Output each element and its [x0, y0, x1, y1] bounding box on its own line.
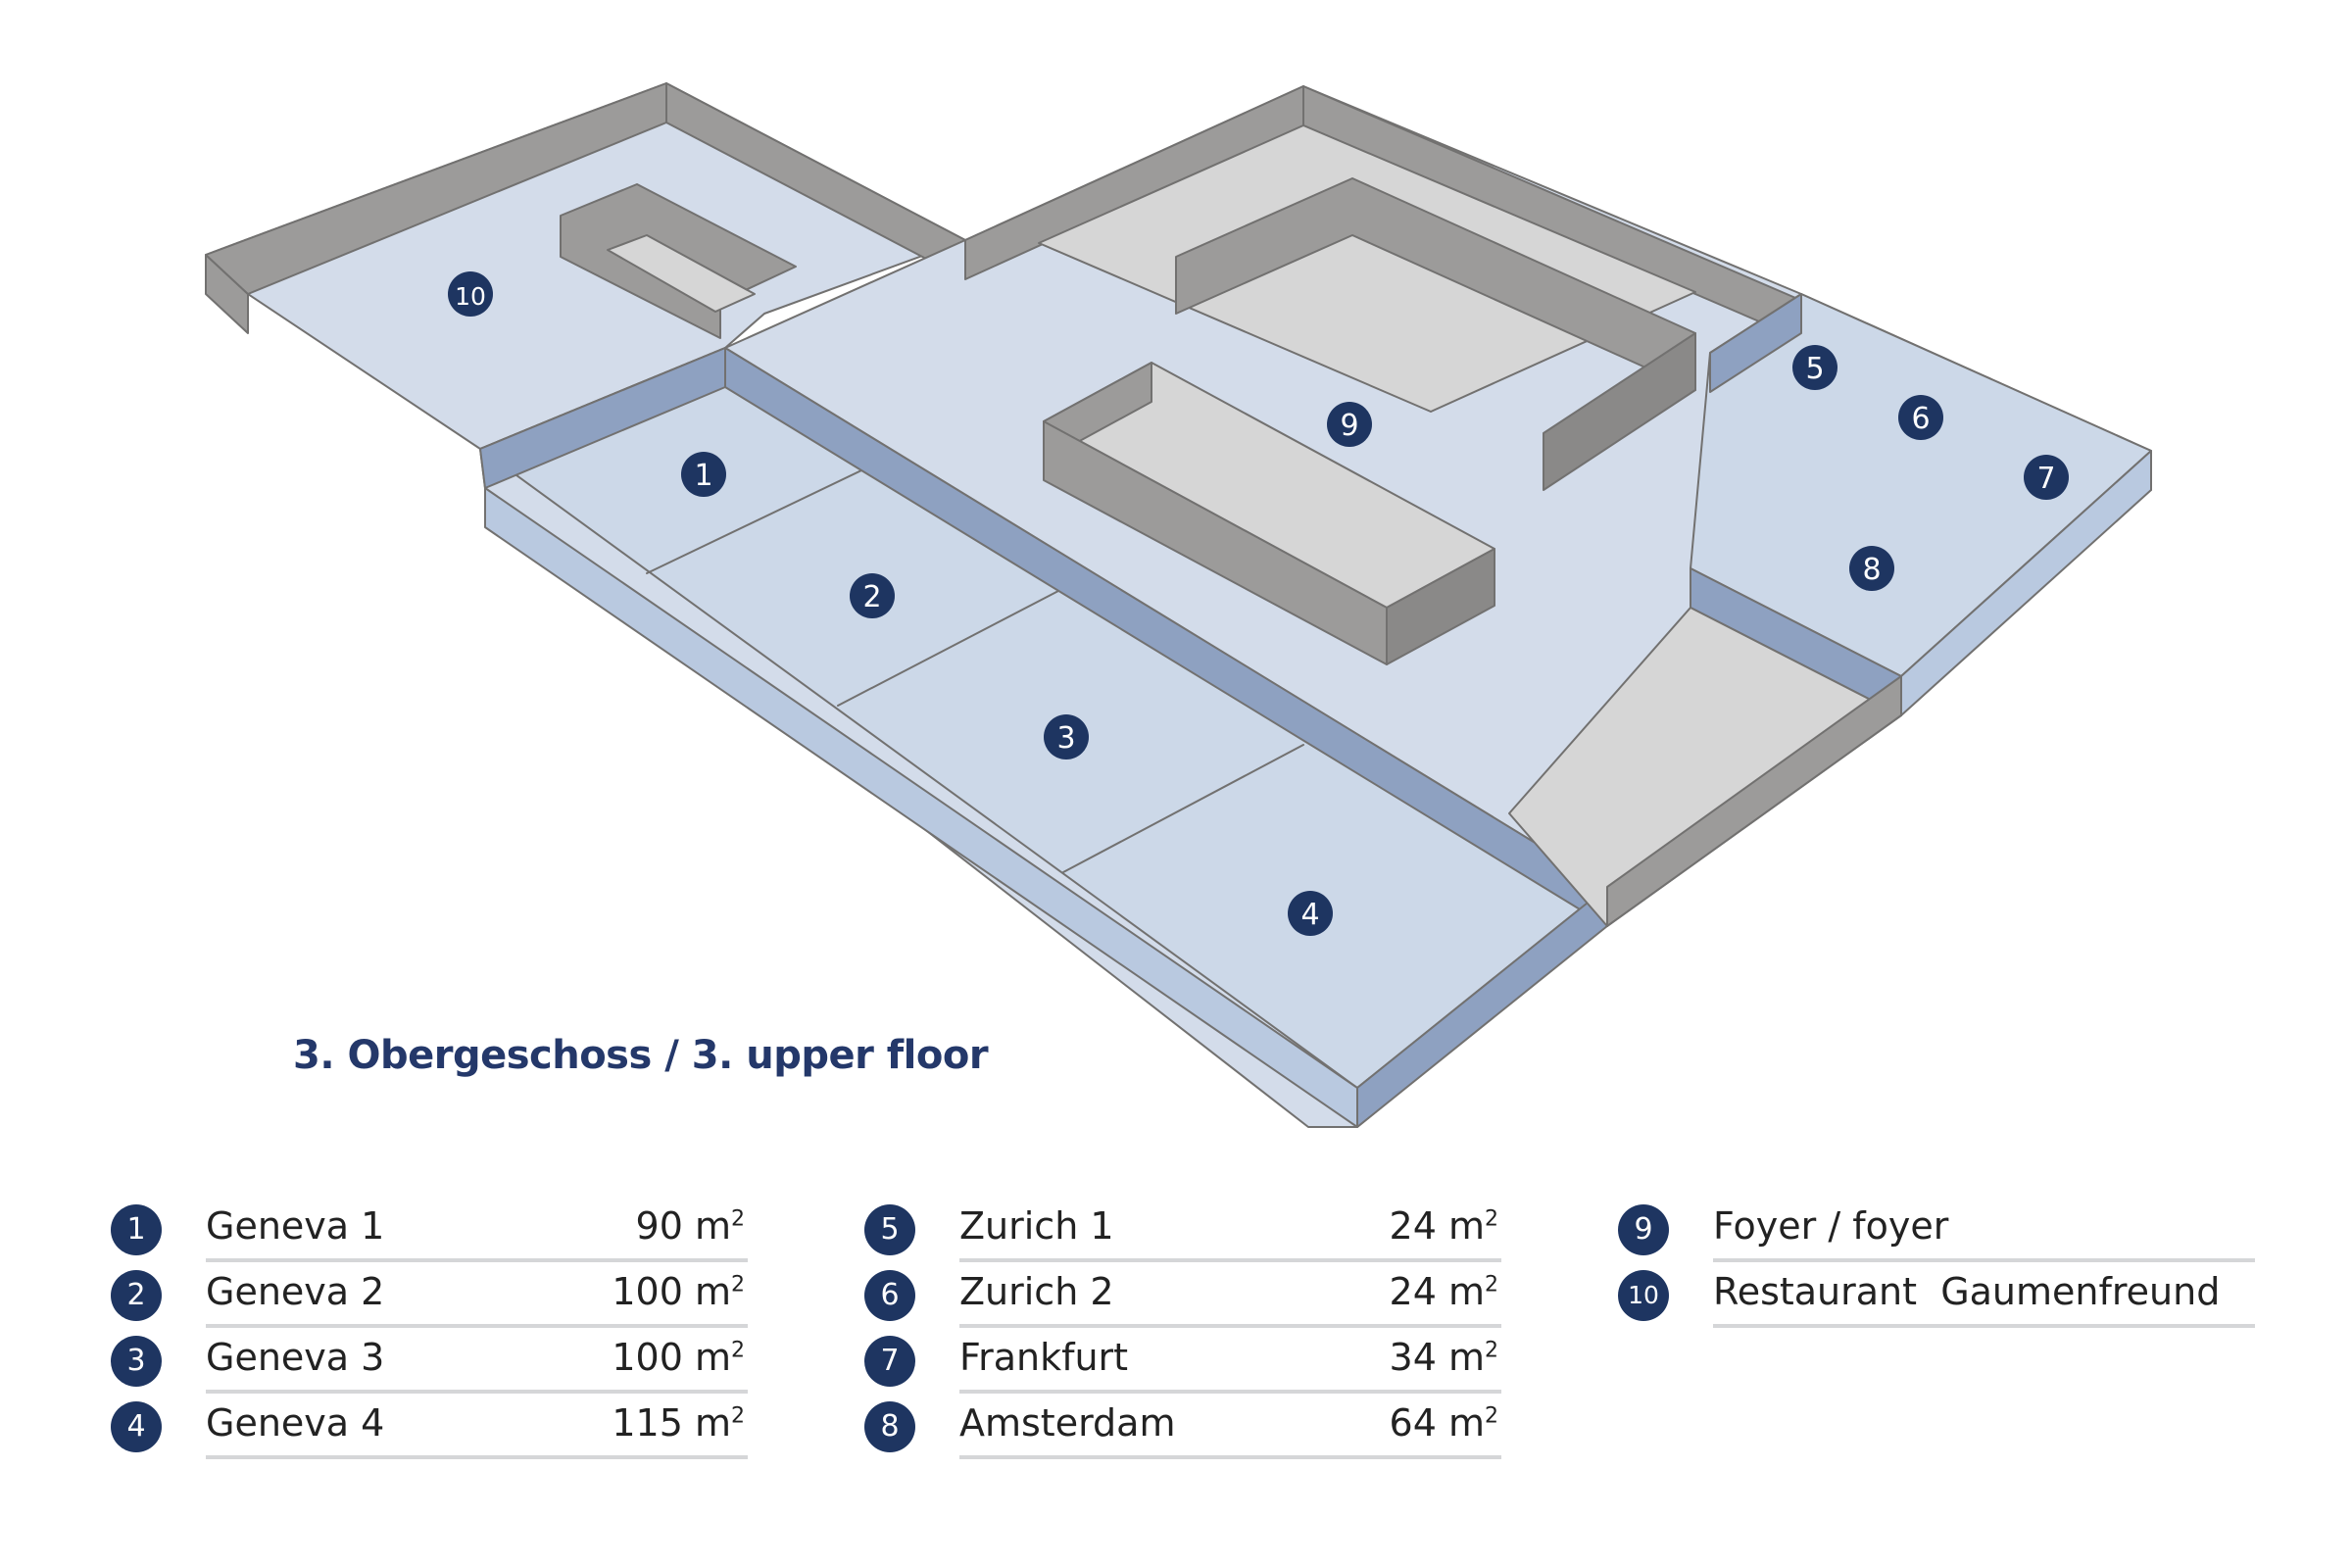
room-name: Restaurant Gaumenfreund	[1713, 1270, 2221, 1313]
right-rooms-wall	[1709, 293, 1802, 393]
svg-text:3: 3	[1056, 721, 1075, 756]
room-number-badge: 9	[1618, 1204, 1669, 1255]
room-area: 34 m2	[1389, 1336, 1498, 1379]
marker-9: 9	[1327, 402, 1372, 447]
room-number-badge: 8	[864, 1401, 915, 1452]
room-number-badge: 7	[864, 1336, 915, 1387]
legend-divider	[959, 1258, 1501, 1262]
svg-text:5: 5	[1805, 352, 1824, 386]
room-name: Amsterdam	[959, 1401, 1176, 1445]
room-number-badge: 3	[111, 1336, 162, 1387]
marker-6: 6	[1898, 395, 1943, 440]
legend-divider	[1713, 1258, 2255, 1262]
marker-4: 4	[1288, 891, 1333, 936]
room-number-badge: 2	[111, 1270, 162, 1321]
svg-text:2: 2	[862, 580, 881, 614]
floor-plan-3d: 10 1 2 3 4 9 5 6 7 8	[205, 82, 2152, 1128]
legend-divider	[1713, 1324, 2255, 1328]
room-name: Zurich 2	[959, 1270, 1114, 1313]
room-number-badge: 5	[864, 1204, 915, 1255]
marker-5: 5	[1792, 345, 1838, 390]
room-name: Frankfurt	[959, 1336, 1129, 1379]
geneva-divider-3	[1062, 744, 1304, 873]
legend-divider	[959, 1324, 1501, 1328]
legend-divider	[206, 1390, 748, 1394]
svg-text:10: 10	[455, 282, 486, 311]
restaurant-counter-top	[607, 234, 756, 313]
room-area: 24 m2	[1389, 1204, 1498, 1248]
room-area: 100 m2	[612, 1336, 745, 1379]
service-block-top	[1038, 124, 1696, 413]
legend-divider	[959, 1390, 1501, 1394]
room-number-badge: 1	[111, 1204, 162, 1255]
foyer-core-right	[1386, 548, 1495, 665]
room-number-badge: 10	[1618, 1270, 1669, 1321]
room-name: Zurich 1	[959, 1204, 1114, 1248]
svg-text:7: 7	[2036, 462, 2055, 496]
room-name: Geneva 3	[206, 1336, 385, 1379]
marker-2: 2	[850, 573, 895, 618]
svg-text:9: 9	[1340, 409, 1358, 443]
marker-3: 3	[1044, 714, 1089, 760]
legend-divider	[959, 1455, 1501, 1459]
legend-divider	[206, 1258, 748, 1262]
legend-divider	[206, 1455, 748, 1459]
room-area: 64 m2	[1389, 1401, 1498, 1445]
room-area: 24 m2	[1389, 1270, 1498, 1313]
marker-10: 10	[448, 271, 493, 317]
room-number-badge: 4	[111, 1401, 162, 1452]
room-name: Geneva 1	[206, 1204, 385, 1248]
svg-text:1: 1	[694, 459, 712, 493]
svg-text:8: 8	[1862, 553, 1881, 587]
marker-1: 1	[681, 452, 726, 497]
lower-service-wall	[1606, 675, 1902, 927]
room-markers: 10 1 2 3 4 9 5 6 7 8	[448, 271, 2069, 936]
room-area: 115 m2	[612, 1401, 745, 1445]
service-block-end	[1543, 332, 1696, 491]
floor-title: 3. Obergeschoss / 3. upper floor	[293, 1033, 989, 1078]
room-area: 90 m2	[635, 1204, 745, 1248]
marker-7: 7	[2024, 455, 2069, 500]
svg-text:4: 4	[1300, 898, 1319, 932]
room-name: Geneva 4	[206, 1401, 385, 1445]
room-area: 100 m2	[612, 1270, 745, 1313]
svg-text:6: 6	[1911, 402, 1930, 436]
room-name: Geneva 2	[206, 1270, 385, 1313]
marker-8: 8	[1849, 546, 1894, 591]
room-name: Foyer / foyer	[1713, 1204, 1949, 1248]
room-number-badge: 6	[864, 1270, 915, 1321]
legend-divider	[206, 1324, 748, 1328]
